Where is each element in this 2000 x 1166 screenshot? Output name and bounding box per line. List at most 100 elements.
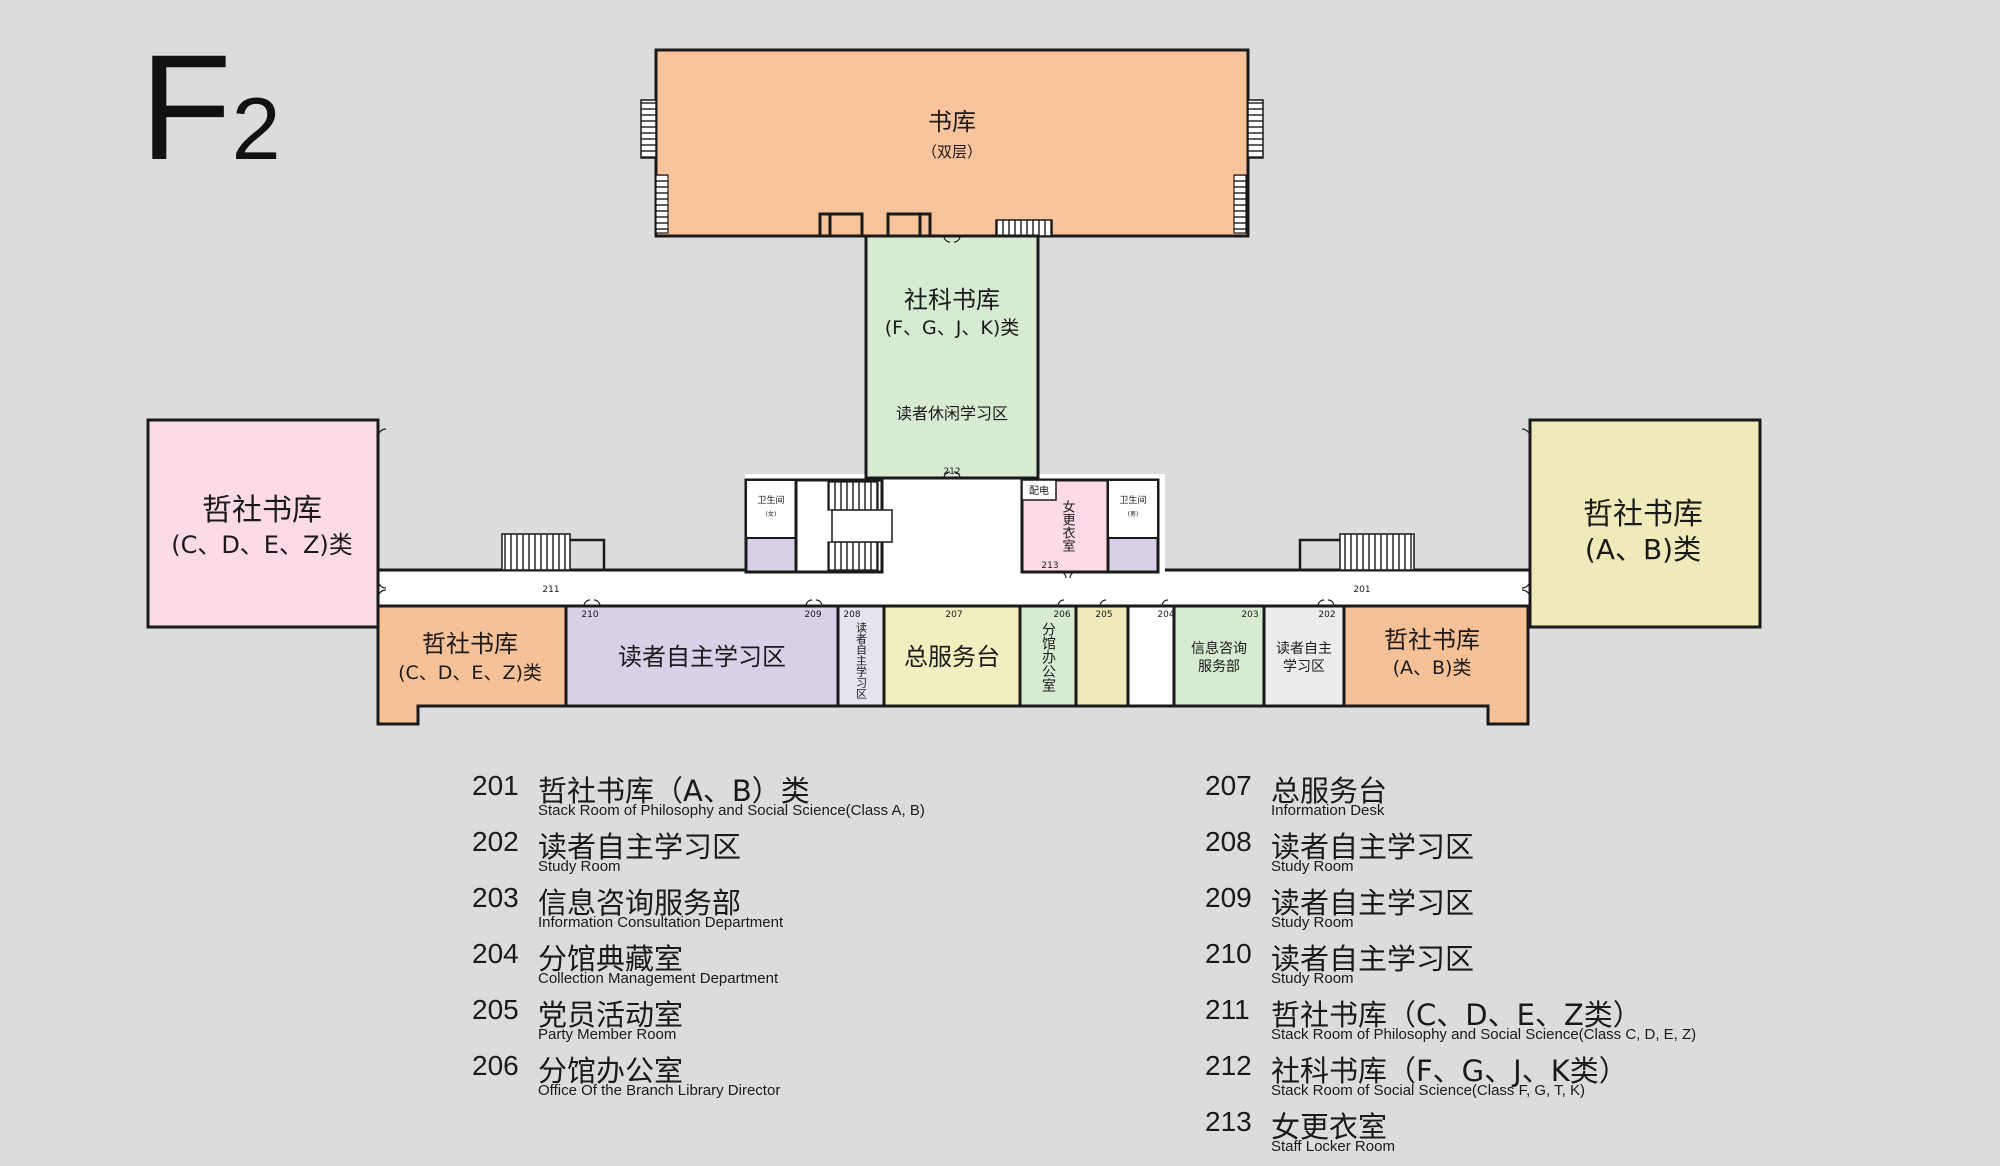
legend-name-zh: 分馆典藏室 xyxy=(538,942,684,976)
room-209-study xyxy=(564,604,840,708)
stack-top-name: 书库 xyxy=(928,108,976,136)
stair-landing xyxy=(831,509,893,543)
social-stack-sub: 读者休闲学习区 xyxy=(896,404,1008,423)
phil-right-small-classes: (A、B)类 xyxy=(1393,657,1472,679)
wc-left-inner xyxy=(745,479,797,539)
floor-letter: F xyxy=(140,23,232,191)
room-number-210: 210 xyxy=(581,610,598,620)
info-desk-name: 总服务台 xyxy=(904,643,1000,671)
wall-stub-right xyxy=(1298,538,1340,570)
legend-item: 212 社科书库（F、G、J、K类）Stack Room of Social Sc… xyxy=(1205,1046,1905,1102)
stairs-left-b xyxy=(827,541,879,571)
room-202-study xyxy=(1262,604,1346,708)
phil-left-small-name: 哲社书库 xyxy=(422,630,518,658)
legend-name-en: Office Of the Branch Library Director xyxy=(538,1082,781,1099)
room-207-info-desk xyxy=(882,604,1022,708)
legend-name-zh: 女更衣室 xyxy=(1271,1110,1388,1144)
legend-name-zh: 读者自主学习区 xyxy=(1271,830,1475,864)
phil-left-big-name: 哲社书库 xyxy=(202,493,322,528)
stairs-corridor-right xyxy=(1339,533,1415,571)
locker-name: 女更衣室 xyxy=(1060,499,1076,552)
wall-stub-left xyxy=(570,538,606,570)
legend-name-zh: 党员活动室 xyxy=(538,998,684,1032)
electric-room xyxy=(1021,479,1057,501)
social-stack-name: 社科书库 xyxy=(904,286,1000,314)
legend-name-en: Collection Management Department xyxy=(538,970,779,987)
study-208-name: 读者自主学习区 xyxy=(855,621,868,699)
legend-name-en: Party Member Room xyxy=(538,1026,677,1043)
legend-name-zh: 信息咨询服务部 xyxy=(538,886,742,920)
legend-name-zh: 社科书库（F、G、J、K类） xyxy=(1271,1054,1628,1088)
room-number-211: 211 xyxy=(542,585,559,595)
legend-number: 202 xyxy=(472,826,519,857)
legend-number: 207 xyxy=(1205,770,1252,801)
wall-detail-top xyxy=(818,212,932,236)
legend-name-en: Information Desk xyxy=(1271,802,1385,819)
legend-name-en: Stack Room of Philosophy and Social Scie… xyxy=(538,802,925,819)
room-208-study xyxy=(836,604,886,708)
room-number-212: 212 xyxy=(943,467,960,477)
phil-left-big-classes: (C、D、E、Z)类 xyxy=(171,531,353,559)
room-number-209: 209 xyxy=(804,610,821,620)
legend-name-en: Study Room xyxy=(1271,970,1354,987)
stairs-top-right-inner xyxy=(1233,174,1247,234)
branch-office-name: 分馆办公室 xyxy=(1040,622,1056,692)
legend-name-en: Study Room xyxy=(538,858,621,875)
legend-name-en: Study Room xyxy=(1271,914,1354,931)
info-consult-line1: 信息咨询 xyxy=(1191,640,1247,657)
legend-number: 211 xyxy=(1205,994,1250,1025)
legend-name-en: Information Consultation Department xyxy=(538,914,784,931)
wc-left-gender: (女) xyxy=(766,510,777,518)
room-205 xyxy=(1074,604,1130,708)
stairs-top-bottom xyxy=(995,219,1053,237)
room-number-206: 206 xyxy=(1053,610,1070,620)
room-204 xyxy=(1126,604,1176,708)
wc-right-name: 卫生间 xyxy=(1119,494,1146,506)
wc-right-inner xyxy=(1107,479,1159,539)
legend-number: 209 xyxy=(1205,882,1252,913)
legend-name-en: Stack Room of Philosophy and Social Scie… xyxy=(1271,1026,1697,1043)
legend-name-zh: 总服务台 xyxy=(1271,774,1388,808)
door-marks xyxy=(377,235,1531,607)
phil-right-big-classes: (A、B)类 xyxy=(1585,533,1701,566)
stairs-corridor-left xyxy=(501,533,571,571)
room-number-203: 203 xyxy=(1241,610,1258,620)
locker-elec-label: 配电 xyxy=(1029,484,1049,497)
legend-number: 201 xyxy=(472,770,519,801)
room-number-202: 202 xyxy=(1318,610,1335,620)
legend-name-zh: 读者自主学习区 xyxy=(1271,942,1475,976)
room-number-205: 205 xyxy=(1095,610,1112,620)
room-number-213: 213 xyxy=(1041,561,1058,571)
legend-number: 212 xyxy=(1205,1050,1252,1081)
room-number-201: 201 xyxy=(1353,585,1370,595)
legend-number: 208 xyxy=(1205,826,1252,857)
legend-name-zh: 读者自主学习区 xyxy=(1271,886,1475,920)
legend-name-zh: 分馆办公室 xyxy=(538,1054,684,1088)
room-212-social-stack xyxy=(864,234,1040,480)
legend-name-zh: 哲社书库（A、B）类 xyxy=(538,774,810,808)
legend-number: 213 xyxy=(1205,1106,1252,1137)
wc-left-name: 卫生间 xyxy=(757,494,784,506)
floor-number: 2 xyxy=(231,79,281,178)
legend-name-en: Stack Room of Social Science(Class F, G,… xyxy=(1271,1082,1585,1099)
stairs-left-a xyxy=(827,481,879,511)
legend-name-en: Staff Locker Room xyxy=(1271,1138,1395,1155)
social-stack-classes: (F、G、J、K)类 xyxy=(885,317,1020,339)
legend-number: 203 xyxy=(472,882,519,913)
room-203-info-consult xyxy=(1172,604,1266,708)
stack-top-note: （双层） xyxy=(922,143,982,161)
legend-number: 210 xyxy=(1205,938,1252,969)
room-number-204: 204 xyxy=(1157,610,1174,620)
